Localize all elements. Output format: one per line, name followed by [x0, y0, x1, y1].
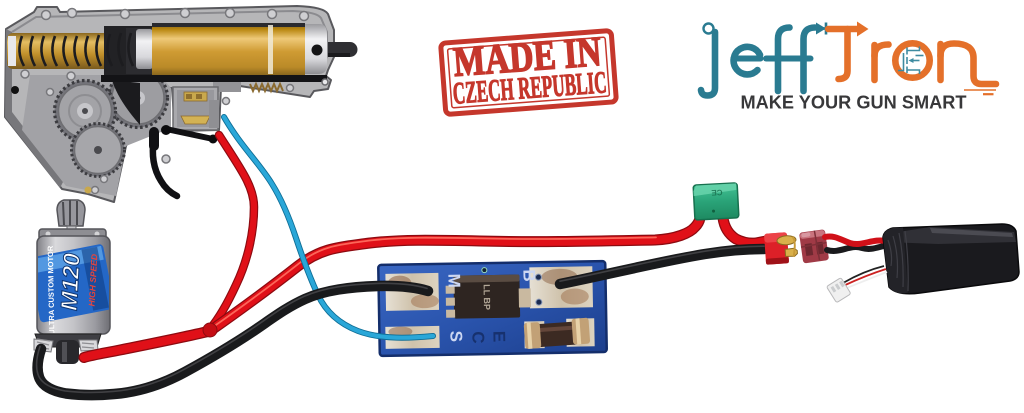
- svg-text:C: C: [468, 331, 487, 344]
- svg-text:E: E: [489, 331, 508, 343]
- svg-text:M120: M120: [56, 252, 85, 311]
- svg-text:CE: CE: [711, 188, 723, 198]
- svg-text:ULTRA CUSTOM MOTOR: ULTRA CUSTOM MOTOR: [46, 245, 57, 335]
- svg-text:M: M: [444, 273, 463, 288]
- svg-text:S: S: [446, 330, 465, 342]
- svg-text:B: B: [519, 269, 538, 282]
- svg-text:LL BP: LL BP: [482, 284, 492, 310]
- svg-text:MADE IN: MADE IN: [452, 29, 603, 86]
- svg-text:MAKE YOUR GUN SMART: MAKE YOUR GUN SMART: [741, 92, 968, 113]
- svg-text:HIGH SPEED: HIGH SPEED: [87, 254, 100, 307]
